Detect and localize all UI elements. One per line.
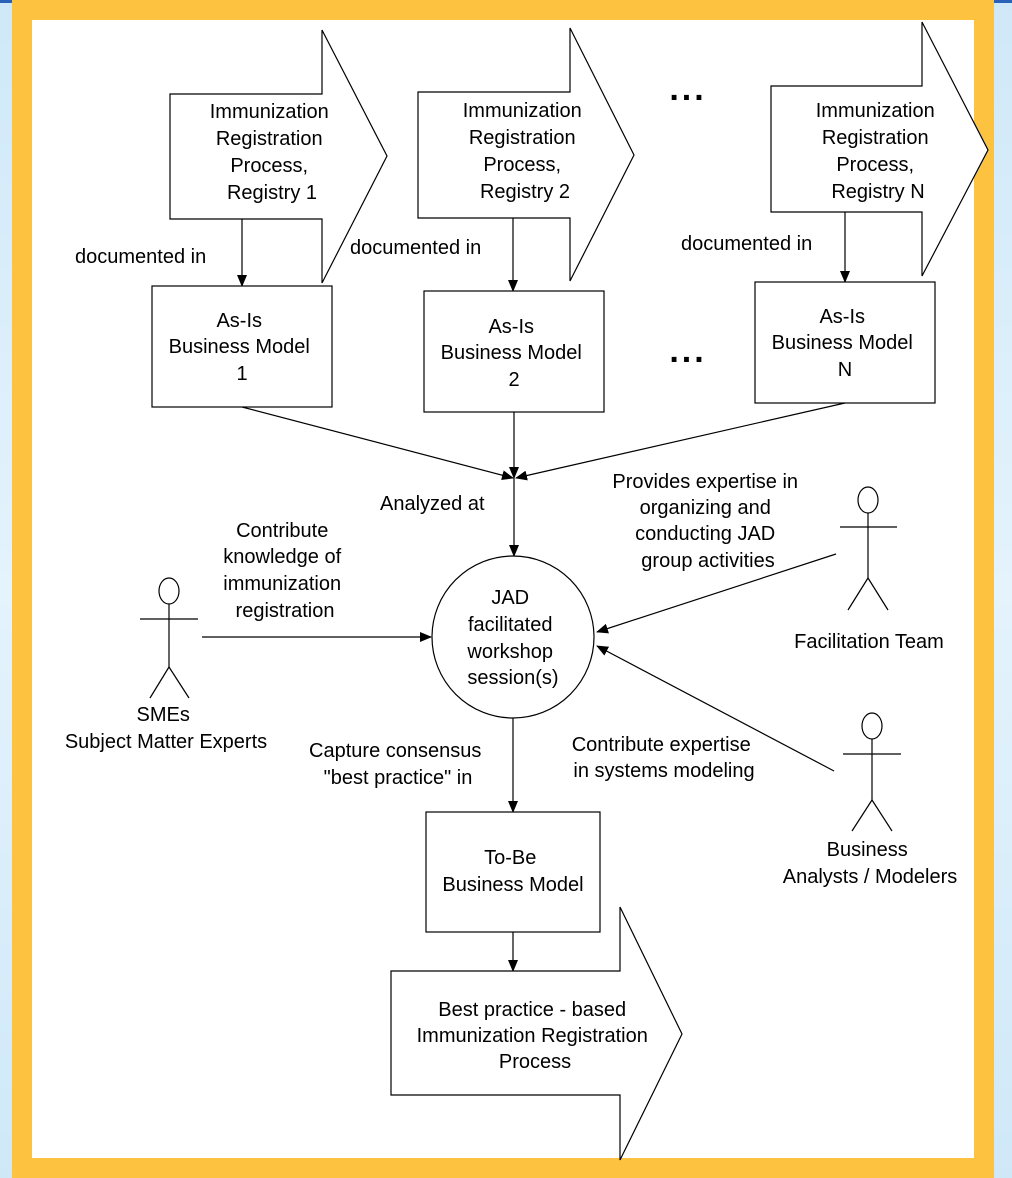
- documented-label-n: documented in: [681, 233, 812, 255]
- systems-modeling-label: Contribute expertise in systems modeling: [572, 734, 757, 782]
- svg-text:To-Be Business Model: To-Be Business Model: [442, 847, 583, 896]
- svg-text:Immunization Registratio: Immunization Registration Process, Regis…: [210, 101, 335, 204]
- smes-actor-icon: [140, 577, 198, 699]
- ellipsis-middle: ...: [669, 332, 706, 370]
- analysts-to-workshop-arrow: [596, 645, 835, 772]
- final-process-arrow: Best practice - based Immunization Regis…: [390, 906, 683, 1161]
- facilitation-to-workshop-arrow: [596, 553, 837, 634]
- jad-workshop-session: JAD facilitated workshop session(s): [431, 555, 595, 719]
- svg-text:Best practice - based Im: Best practice - based Immunization Regis…: [417, 999, 654, 1073]
- smes-actor-label: SMEs Subject Matter Experts: [65, 704, 267, 753]
- svg-text:As-Is Business Model: As-Is Business Model 1: [169, 310, 316, 385]
- svg-text:As-Is Business Model: As-Is Business Model 2: [441, 316, 588, 391]
- model-1-to-analysis-arrow: [241, 406, 514, 481]
- svg-text:Immunization Registratio: Immunization Registration Process, Regis…: [463, 100, 588, 203]
- facilitation-team-actor-icon: [840, 486, 897, 611]
- as-is-model-1: As-Is Business Model 1: [151, 285, 333, 408]
- smes-contribution-label: Contribute knowledge of immunization reg…: [223, 520, 346, 622]
- business-analysts-label: Business Analysts / Modelers: [783, 839, 958, 888]
- as-is-model-2: As-Is Business Model 2: [423, 290, 605, 413]
- documented-label-2: documented in: [350, 237, 481, 259]
- svg-text:JAD facilitated wo: JAD facilitated workshop session(s): [466, 587, 558, 689]
- ellipsis-top: ...: [669, 70, 706, 108]
- to-be-business-model: To-Be Business Model: [425, 811, 601, 933]
- as-is-model-n: As-Is Business Model N: [754, 281, 936, 404]
- svg-text:Immunization Registratio: Immunization Registration Process, Regis…: [816, 100, 941, 203]
- capture-consensus-label: Capture consensus "best practice" in: [309, 740, 487, 789]
- business-analysts-actor-icon: [843, 712, 901, 832]
- process-arrow-registry-n: Immunization Registration Process, Regis…: [770, 21, 989, 277]
- svg-text:As-Is Business Model: As-Is Business Model N: [772, 306, 919, 381]
- process-arrow-registry-1: Immunization Registration Process, Regis…: [169, 29, 388, 284]
- model-n-to-analysis-arrow: [515, 402, 846, 481]
- facilitation-expertise-label: Provides expertise in organizing and con…: [612, 471, 803, 572]
- analyzed-label: Analyzed at: [380, 493, 485, 515]
- documented-label-1: documented in: [75, 246, 206, 268]
- facilitation-team-label: Facilitation Team: [794, 631, 944, 653]
- process-arrow-registry-2: Immunization Registration Process, Regis…: [417, 27, 635, 282]
